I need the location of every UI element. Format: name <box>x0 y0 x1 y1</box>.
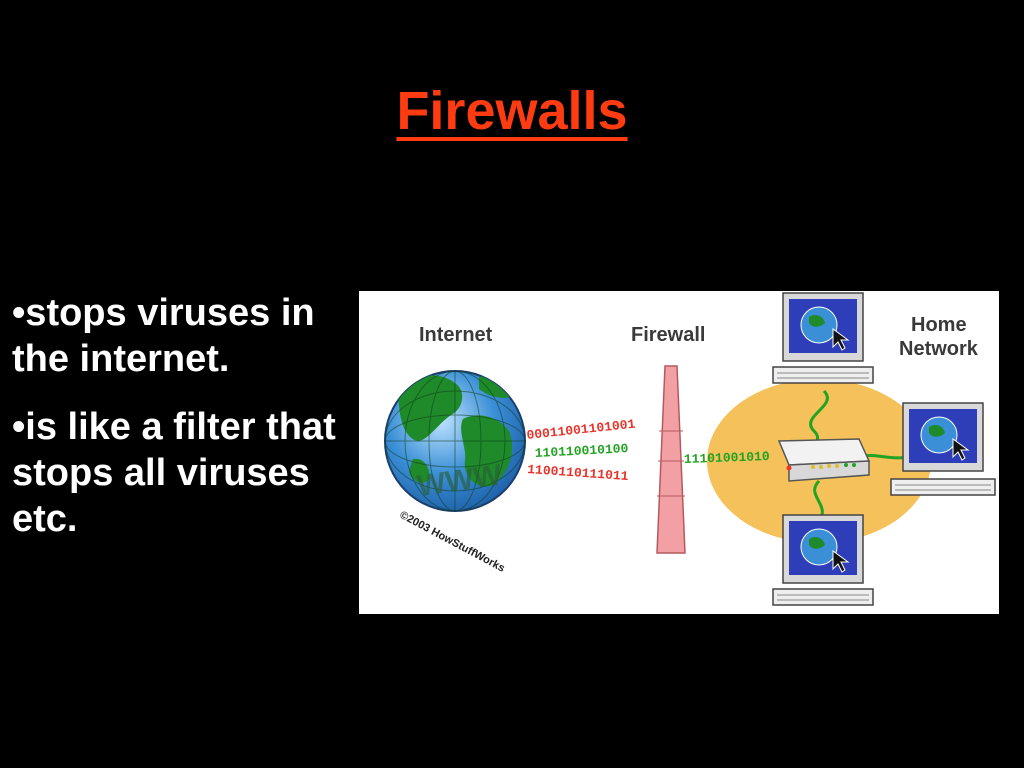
computer-icon <box>772 514 874 606</box>
cursor-icon <box>952 438 970 461</box>
bullet-item: •stops viruses in the internet. <box>12 292 315 380</box>
globe-icon: WWW <box>384 370 526 512</box>
label-firewall: Firewall <box>631 324 705 346</box>
label-home-line1: Home <box>911 314 967 336</box>
bullet-list: •stops viruses in the internet. •is like… <box>12 290 352 564</box>
firewall-diagram-svg: Internet Firewall Home Network WWW <box>384 292 996 606</box>
binary-stream-green: 110110010100 <box>534 441 628 461</box>
cursor-icon <box>832 328 850 351</box>
label-internet: Internet <box>419 324 493 346</box>
computer-icon <box>890 402 996 496</box>
label-home-line2: Network <box>899 338 979 360</box>
computer-icon <box>772 292 874 384</box>
router-icon <box>777 438 871 482</box>
cursor-icon <box>832 550 850 573</box>
binary-stream-passed: 11101001010 <box>684 449 770 467</box>
bullet-item: •is like a filter that stops all viruses… <box>12 406 336 540</box>
firewall-wall-icon <box>656 365 686 554</box>
binary-stream-red-bottom: 1100110111011 <box>527 462 629 484</box>
binary-stream-red-top: 00011001101001 <box>526 417 636 443</box>
copyright-text: ©2003 HowStuffWorks <box>398 509 507 575</box>
firewall-diagram: Internet Firewall Home Network WWW <box>359 291 999 614</box>
slide-title: Firewalls <box>396 81 628 141</box>
